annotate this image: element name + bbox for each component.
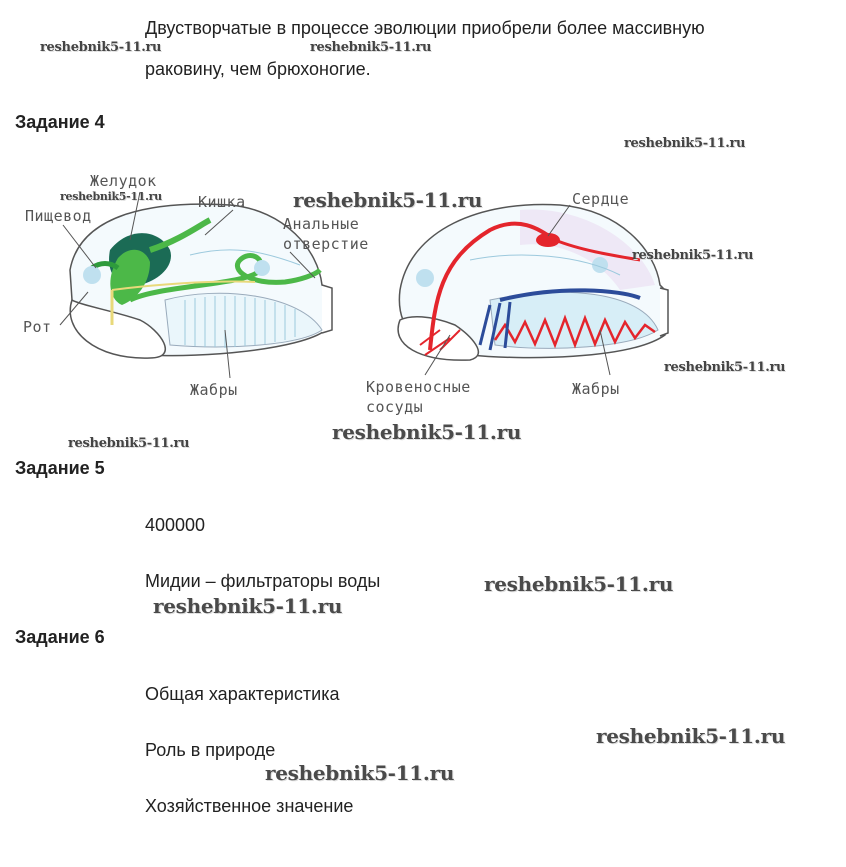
label-vessels-2: сосуды (366, 398, 424, 416)
task6-item-1: Общая характеристика (145, 684, 340, 704)
label-vessels-1: Кровеносные (366, 378, 471, 396)
task4-heading: Задание 4 (15, 112, 105, 132)
label-heart: Сердце (572, 190, 630, 208)
digestive-diagram (59, 191, 333, 379)
task6-heading: Задание 6 (15, 627, 105, 647)
watermark: reshebnik5-11.ru (624, 136, 746, 151)
task6-item-3: Хозяйственное значение (145, 796, 354, 816)
intro-line-2: раковину, чем брюхоногие. (145, 59, 371, 79)
label-mouth: Рот (23, 318, 52, 336)
watermark: reshebnik5-11.ru (664, 360, 786, 375)
watermark: reshebnik5-11.ru (265, 761, 455, 785)
label-gills-left: Жабры (190, 381, 238, 399)
task5-answer-1: 400000 (145, 515, 206, 535)
watermark: reshebnik5-11.ru (332, 420, 522, 444)
watermark: reshebnik5-11.ru (632, 248, 754, 263)
task5-answer-2: Мидии – фильтраторы воды (145, 571, 381, 591)
circulatory-diagram (397, 203, 669, 376)
watermark: reshebnik5-11.ru (68, 436, 190, 451)
task6-item-2: Роль в природе (145, 740, 276, 760)
label-intestine: Кишка (198, 193, 246, 211)
label-esophagus: Пищевод (25, 207, 92, 225)
task5-heading: Задание 5 (15, 458, 105, 478)
watermark: reshebnik5-11.ru (310, 40, 432, 55)
intro-line-1: Двустворчатые в процессе эволюции приобр… (145, 18, 705, 38)
watermark: reshebnik5-11.ru (40, 40, 162, 55)
label-stomach: Желудок (90, 172, 157, 190)
watermark: reshebnik5-11.ru (293, 188, 483, 212)
label-anal-1: Анальные (283, 215, 360, 233)
watermark: reshebnik5-11.ru (484, 572, 674, 596)
watermark: reshebnik5-11.ru (60, 190, 162, 203)
watermark: reshebnik5-11.ru (596, 724, 786, 748)
label-gills-right: Жабры (572, 380, 620, 398)
label-anal-2: отверстие (283, 235, 369, 253)
watermark: reshebnik5-11.ru (153, 594, 343, 618)
